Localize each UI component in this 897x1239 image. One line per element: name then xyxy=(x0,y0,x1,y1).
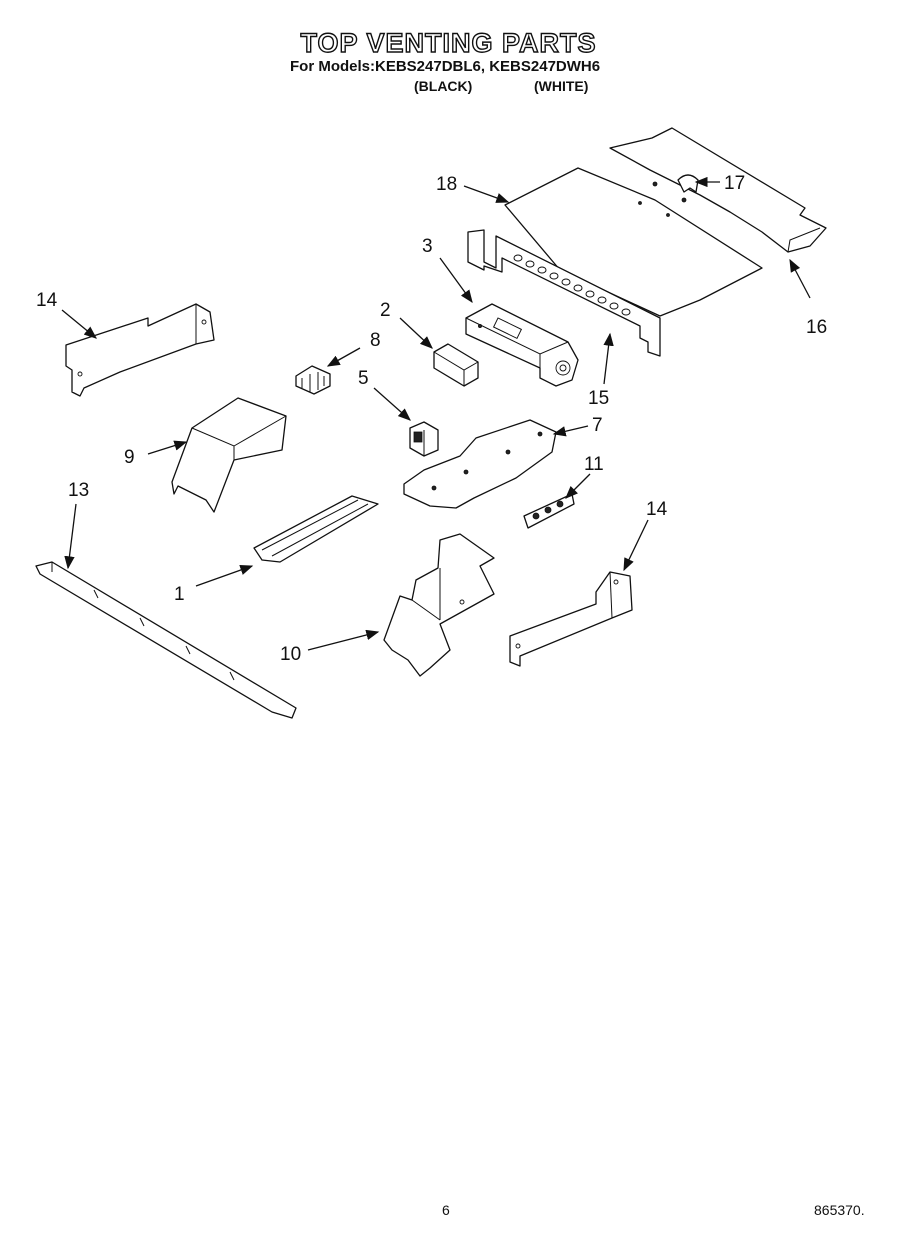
leader-10 xyxy=(307,629,380,651)
leader-7 xyxy=(552,425,589,437)
leader-11 xyxy=(565,473,591,499)
part-13-trim-bar xyxy=(35,561,297,719)
leader-18 xyxy=(463,185,510,203)
part-15-vent-rail xyxy=(467,229,661,357)
part-17-clip xyxy=(652,174,699,203)
leader-14-left xyxy=(61,309,98,339)
leader-16 xyxy=(789,258,811,299)
callout-18: 18 xyxy=(436,174,457,195)
part-5-switch xyxy=(409,421,439,457)
part-10-lower-duct xyxy=(383,533,495,677)
part-3-blower-assembly xyxy=(465,303,579,387)
part-14-right-bracket xyxy=(509,571,633,667)
leader-14-right xyxy=(623,519,649,572)
part-8-connector xyxy=(295,365,331,395)
leader-8 xyxy=(326,347,361,367)
callout-16: 16 xyxy=(806,317,827,338)
part-7-mounting-plate xyxy=(403,419,557,509)
part-2-block xyxy=(433,343,479,387)
document-number: 865370. xyxy=(814,1202,865,1218)
leader-15 xyxy=(603,332,614,385)
callout-14-right: 14 xyxy=(646,499,668,520)
callout-1: 1 xyxy=(174,584,185,605)
leader-9 xyxy=(147,440,188,455)
part-16-top-panel xyxy=(609,127,827,253)
callout-8: 8 xyxy=(370,330,381,351)
callout-9: 9 xyxy=(124,447,135,468)
variant-white-label: (WHITE) xyxy=(534,78,589,94)
part-9-duct xyxy=(171,397,287,513)
page-number: 6 xyxy=(442,1202,450,1218)
callout-7: 7 xyxy=(592,415,603,436)
page-title: TOP VENTING PARTS xyxy=(300,27,597,58)
callout-3: 3 xyxy=(422,236,433,257)
callout-17: 17 xyxy=(724,173,745,194)
part-1-vent-bar xyxy=(253,495,379,563)
callout-13: 13 xyxy=(68,480,89,501)
part-11-terminal-strip xyxy=(523,493,575,529)
callout-14-left: 14 xyxy=(36,290,58,311)
leader-5 xyxy=(373,387,411,421)
models-line: For Models:KEBS247DBL6, KEBS247DWH6 xyxy=(290,58,601,75)
part-14-left-bracket xyxy=(65,303,215,397)
leader-3 xyxy=(439,257,473,304)
callout-5: 5 xyxy=(358,368,369,389)
callout-11: 11 xyxy=(584,454,604,475)
callout-15: 15 xyxy=(588,388,609,409)
leader-2 xyxy=(399,317,433,349)
leader-1 xyxy=(195,565,254,587)
leader-13 xyxy=(64,503,77,570)
callout-10: 10 xyxy=(280,644,301,665)
variant-black-label: (BLACK) xyxy=(414,78,473,94)
callout-2: 2 xyxy=(380,300,391,321)
